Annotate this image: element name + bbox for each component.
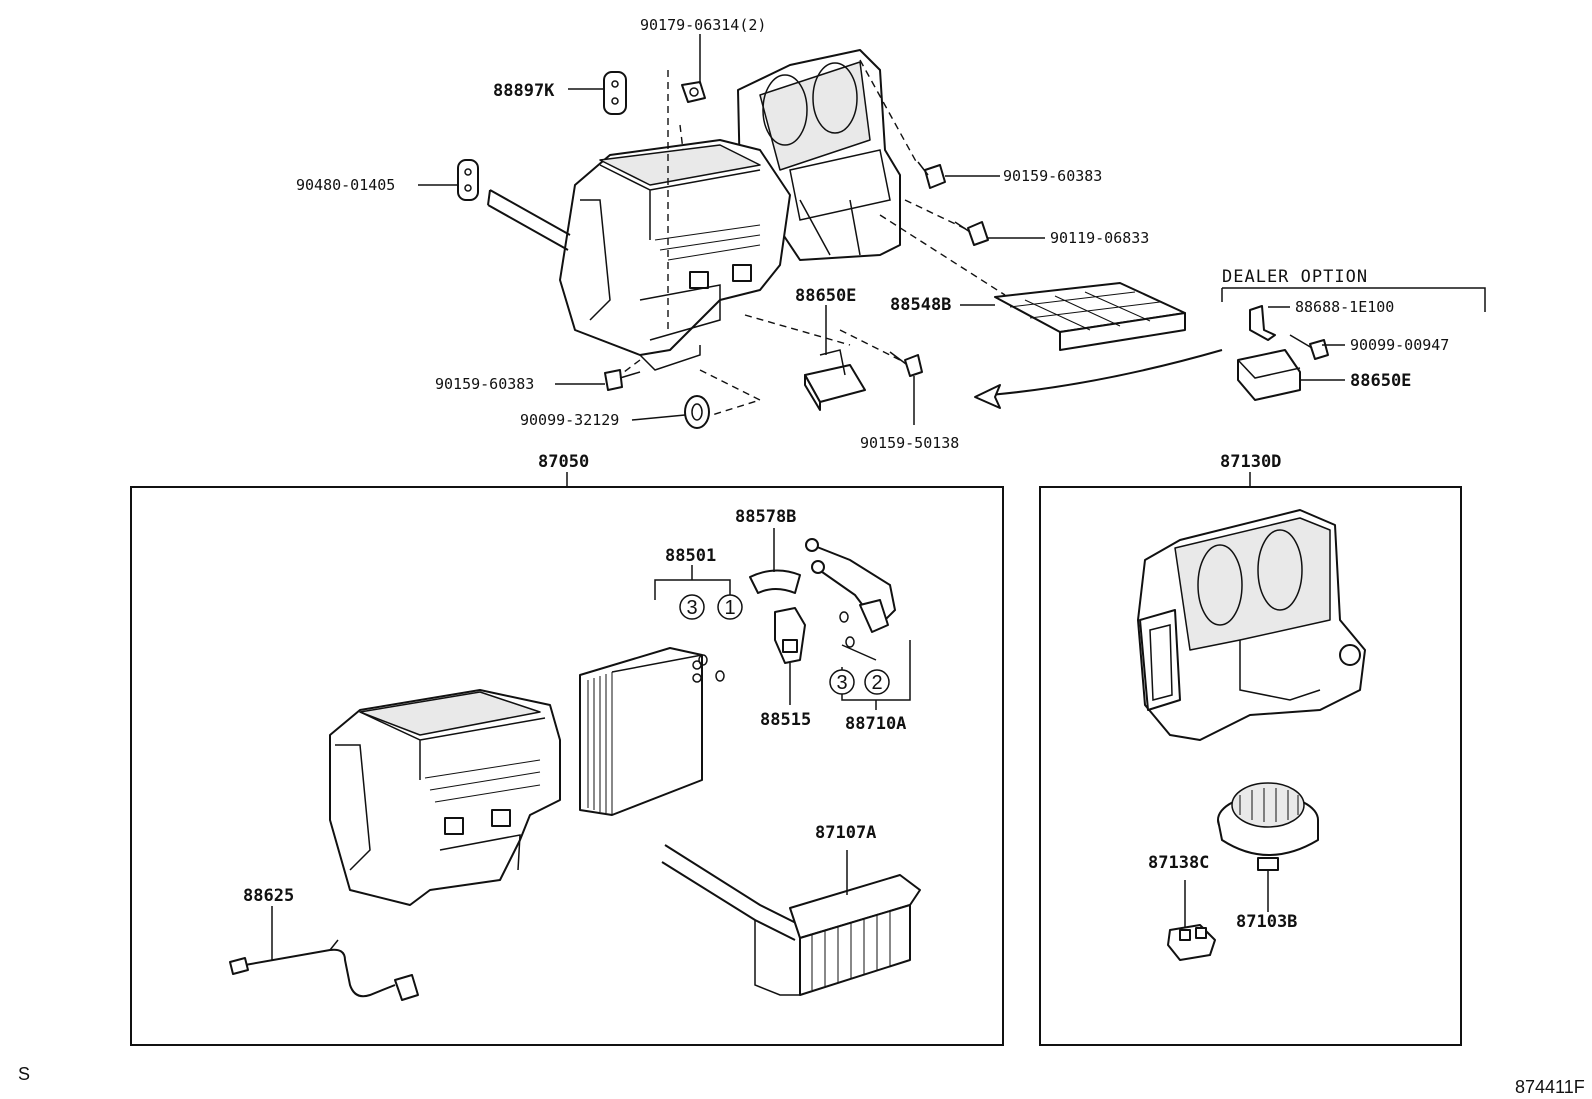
svg-text:3: 3 bbox=[686, 597, 697, 619]
label-87050: 87050 bbox=[538, 452, 589, 472]
evaporator-88501 bbox=[579, 647, 703, 816]
expansion-valve-88515 bbox=[774, 607, 806, 664]
callout-labels: 90179-06314(2) 88897K 90480-01405 90159-… bbox=[18, 16, 1585, 1097]
screw-90159-60383-left bbox=[604, 369, 641, 391]
label-90159-60383-left: 90159-60383 bbox=[435, 375, 534, 393]
label-88710a: 88710A bbox=[845, 714, 906, 734]
label-87138c: 87138C bbox=[1148, 853, 1209, 873]
diagram-code: 874411F bbox=[1515, 1077, 1585, 1097]
screw-90119-06833 bbox=[954, 221, 989, 246]
seal-circle-3-left: 3 bbox=[679, 594, 705, 620]
label-87107a: 87107A bbox=[815, 823, 876, 843]
air-filter-88548b bbox=[994, 282, 1186, 351]
heater-case-87050 bbox=[329, 689, 561, 906]
tubes-88710a bbox=[805, 538, 897, 633]
dealer-option-bracket bbox=[1221, 287, 1486, 401]
seal-88897k bbox=[603, 71, 627, 115]
install-arrow-head bbox=[974, 384, 1001, 409]
label-90179-06314: 90179-06314(2) bbox=[640, 16, 766, 34]
label-90099-00947: 90099-00947 bbox=[1350, 336, 1449, 354]
label-88578b: 88578B bbox=[735, 507, 796, 527]
screw-90159-60383-top bbox=[917, 161, 946, 189]
label-88688-1e100: 88688-1E100 bbox=[1295, 298, 1394, 316]
resistor-87138c bbox=[1167, 924, 1216, 961]
label-90119-06833: 90119-06833 bbox=[1050, 229, 1149, 247]
label-90159-50138: 90159-50138 bbox=[860, 434, 959, 452]
page-mark: S bbox=[18, 1064, 30, 1084]
label-90099-32129: 90099-32129 bbox=[520, 411, 619, 429]
label-88650e-right: 88650E bbox=[1350, 371, 1411, 391]
label-88897k: 88897K bbox=[493, 81, 555, 101]
label-88515: 88515 bbox=[760, 710, 811, 730]
svg-text:2: 2 bbox=[871, 672, 882, 694]
blower-motor-87103b bbox=[1217, 782, 1319, 871]
grommet-90099-32129 bbox=[684, 395, 710, 429]
seal-circle-2: 2 bbox=[864, 669, 890, 695]
label-88548b: 88548B bbox=[890, 295, 951, 315]
insulator-88578b bbox=[749, 569, 801, 594]
label-90480-01405: 90480-01405 bbox=[296, 176, 395, 194]
label-88501: 88501 bbox=[665, 546, 716, 566]
label-88650e-mid: 88650E bbox=[795, 286, 856, 306]
label-88625: 88625 bbox=[243, 886, 294, 906]
bracket-88650e-mid bbox=[804, 349, 866, 411]
oring-88501 bbox=[698, 654, 725, 682]
svg-text:3: 3 bbox=[836, 672, 847, 694]
oring-88710a bbox=[839, 611, 855, 648]
top-leader-lines bbox=[418, 34, 1345, 425]
label-90159-60383-top: 90159-60383 bbox=[1003, 167, 1102, 185]
blower-case-87130d bbox=[1137, 509, 1366, 741]
heater-unit-assembly bbox=[487, 49, 901, 371]
label-87103b: 87103B bbox=[1236, 912, 1297, 932]
heater-core-87107a bbox=[661, 844, 921, 996]
sensor-88625 bbox=[229, 939, 419, 1001]
seal-circle-1: 1 bbox=[717, 594, 743, 620]
screw-90159-50138 bbox=[889, 351, 923, 377]
seal-circle-3-right: 3 bbox=[829, 669, 855, 695]
label-87130d: 87130D bbox=[1220, 452, 1281, 472]
assembly-guide-lines bbox=[619, 59, 1006, 416]
label-dealer-option: DEALER OPTION bbox=[1222, 267, 1368, 287]
nut-90179-06314 bbox=[681, 81, 706, 103]
bracket-88501 bbox=[654, 565, 731, 600]
seal-90480-01405 bbox=[457, 159, 479, 201]
svg-text:1: 1 bbox=[724, 597, 735, 619]
install-arrow bbox=[989, 349, 1223, 396]
